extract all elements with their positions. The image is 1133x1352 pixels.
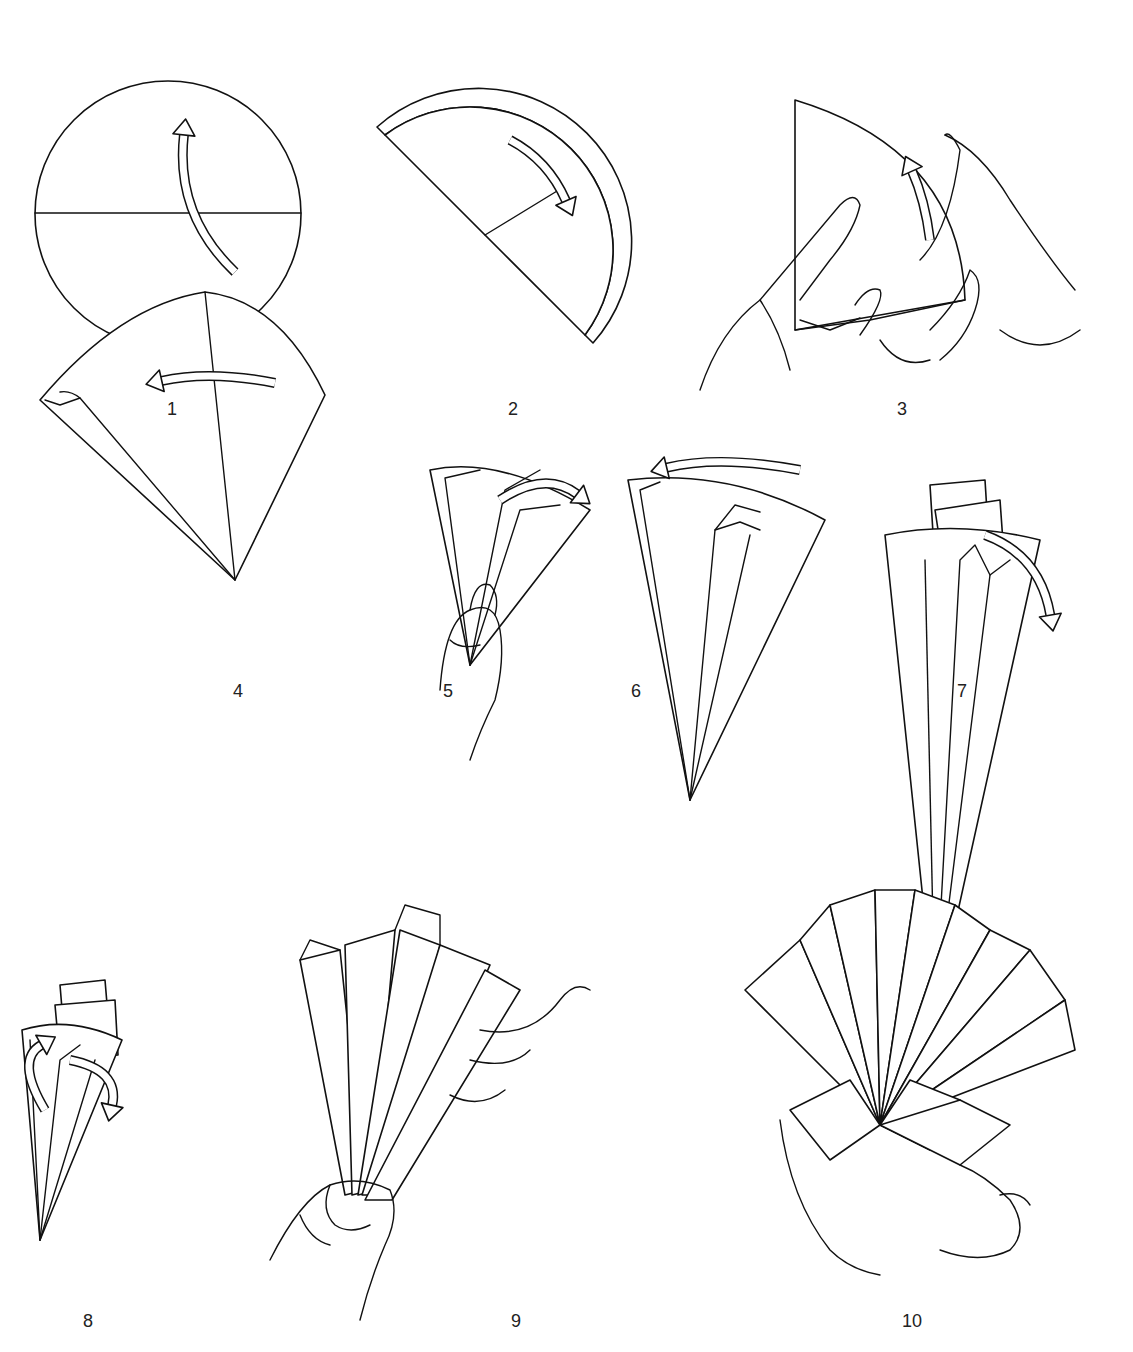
step-8-narrow-cone: [22, 980, 122, 1240]
step-number: 1: [167, 400, 177, 418]
step-number: 10: [902, 1312, 922, 1330]
step-number: 6: [631, 682, 641, 700]
step-number: 7: [957, 682, 967, 700]
step-number: 8: [83, 1312, 93, 1330]
step-number: 9: [511, 1312, 521, 1330]
step-5-cone-hand: [430, 467, 590, 760]
fold-arrow: [902, 157, 930, 240]
step-number: 5: [443, 682, 453, 700]
step-2-half-circle: [377, 88, 632, 343]
step-3-quarter-hands: [700, 100, 1080, 390]
fold-arrow: [500, 483, 590, 503]
step-number: 3: [897, 400, 907, 418]
step-10-open-fan: [745, 890, 1075, 1275]
step-6-cone: [628, 478, 825, 800]
step-9-fan-hand: [270, 905, 590, 1320]
step-4-cone: [40, 292, 325, 580]
fold-arrow: [70, 1060, 123, 1121]
fold-arrow: [146, 370, 275, 391]
fold-arrow: [985, 535, 1061, 631]
fold-arrow: [651, 457, 800, 478]
fold-arrow: [173, 119, 235, 272]
step-number: 4: [233, 682, 243, 700]
fold-arrow: [29, 1035, 55, 1110]
fold-arrow: [510, 140, 576, 215]
step-number: 2: [508, 400, 518, 418]
